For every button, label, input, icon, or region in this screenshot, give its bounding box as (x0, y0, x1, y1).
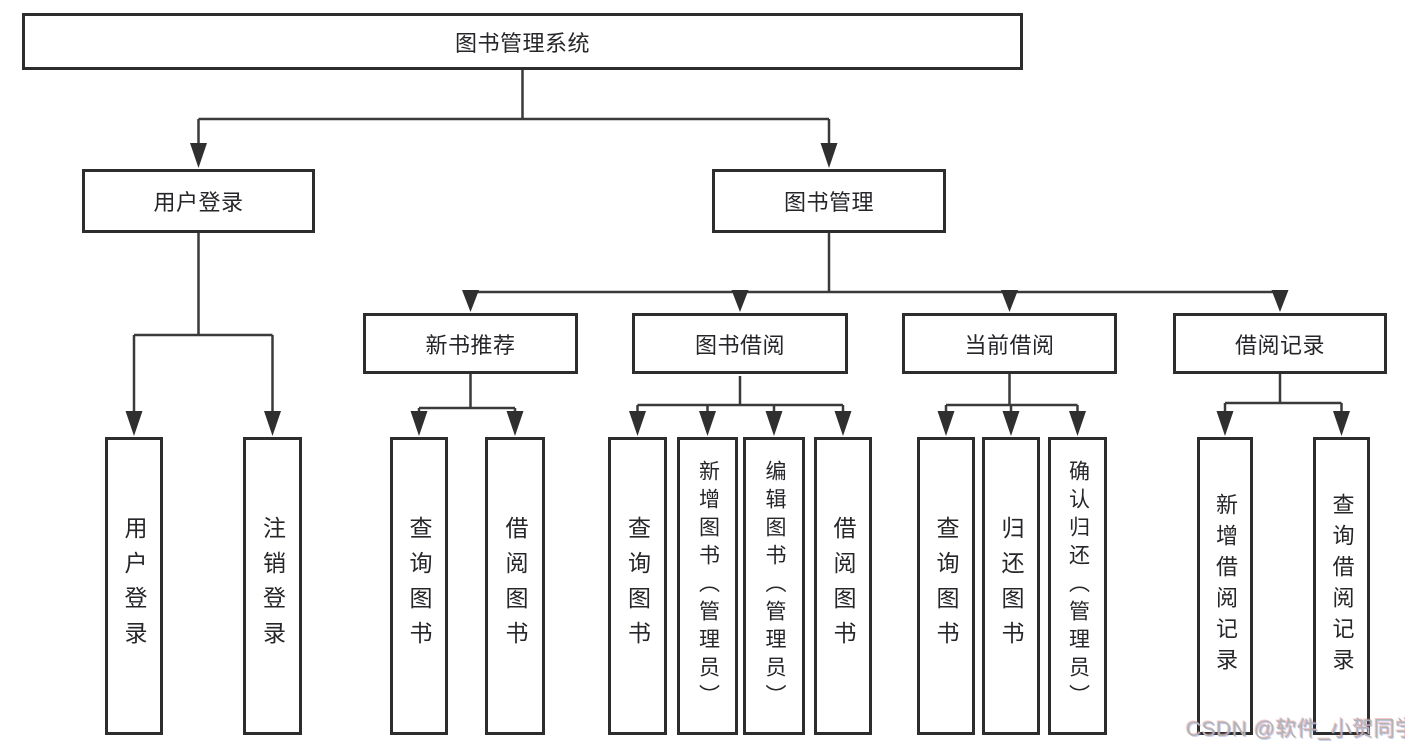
leaf-label: 查询图书 (406, 516, 432, 656)
leaf-add-borrow-record: 新增借阅记录 (1197, 437, 1253, 735)
node-new-book-recommend: 新书推荐 (363, 313, 578, 374)
leaf-edit-book-admin: 编辑图书（管理员） (743, 437, 805, 735)
node-user-login: 用户登录 (82, 169, 315, 233)
node-label: 当前借阅 (964, 332, 1055, 358)
leaf-label: 新增借阅记录 (1213, 493, 1238, 679)
leaf-borrow-books-recommend: 借阅图书 (485, 437, 545, 735)
leaf-label: 借阅图书 (830, 516, 856, 656)
leaf-query-borrow-record: 查询借阅记录 (1313, 437, 1370, 735)
node-library-management-system: 图书管理系统 (22, 13, 1023, 70)
leaf-label: 新增图书（管理员） (696, 460, 720, 712)
node-label: 图书管理 (783, 190, 874, 215)
node-label: 用户登录 (153, 190, 244, 215)
leaf-label: 借阅图书 (502, 516, 528, 656)
leaf-user-login: 用户登录 (105, 437, 163, 735)
node-borrow-records: 借阅记录 (1173, 313, 1387, 374)
node-book-management: 图书管理 (712, 169, 946, 233)
node-book-borrow: 图书借阅 (632, 313, 848, 374)
watermark: CSDN @软件_小贺同学 (1186, 718, 1405, 741)
node-current-borrow: 当前借阅 (902, 313, 1117, 374)
node-label: 图书管理系统 (454, 30, 590, 56)
leaf-add-book-admin: 新增图书（管理员） (677, 437, 738, 735)
leaf-label: 编辑图书（管理员） (763, 460, 786, 712)
leaf-label: 归还图书 (998, 516, 1024, 656)
node-label: 图书借阅 (694, 332, 785, 358)
leaf-query-books-recommend: 查询图书 (390, 437, 448, 735)
leaf-confirm-return-admin: 确认归还（管理员） (1048, 437, 1107, 735)
leaf-label: 查询借阅记录 (1329, 493, 1355, 679)
leaf-label: 查询图书 (624, 516, 651, 656)
leaf-return-books: 归还图书 (982, 437, 1040, 735)
node-label: 新书推荐 (425, 332, 516, 358)
leaf-label: 确认归还（管理员） (1066, 460, 1090, 712)
leaf-query-books-current: 查询图书 (917, 437, 975, 735)
leaf-label: 用户登录 (121, 516, 147, 656)
leaf-borrow-books: 借阅图书 (814, 437, 872, 735)
leaf-label: 注销登录 (259, 516, 286, 656)
node-label: 借阅记录 (1234, 332, 1325, 358)
leaf-query-books-borrow: 查询图书 (608, 437, 667, 735)
leaf-logout: 注销登录 (243, 437, 302, 735)
leaf-label: 查询图书 (933, 516, 959, 656)
